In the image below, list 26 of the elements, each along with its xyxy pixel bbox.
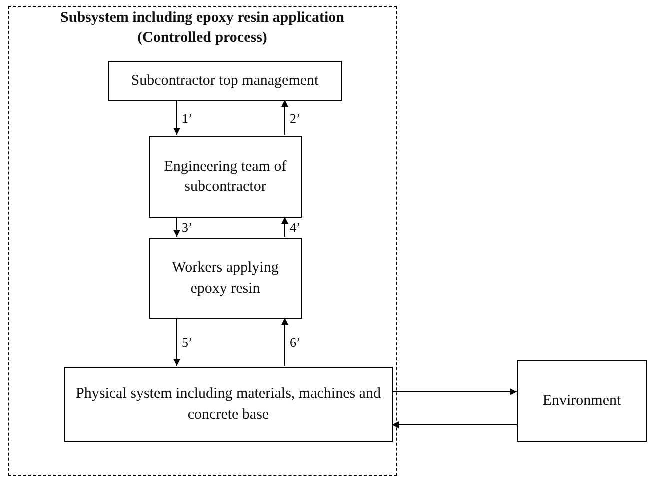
arrow xyxy=(282,216,288,238)
process-box xyxy=(149,238,302,319)
edge-label: 6’ xyxy=(290,336,301,349)
edge-label: 4’ xyxy=(290,221,301,234)
arrow xyxy=(282,100,288,136)
process-box xyxy=(64,367,393,442)
box-label: Physical system including materials, machines and concrete base xyxy=(75,385,382,424)
arrow xyxy=(174,318,180,366)
arrow xyxy=(392,388,518,396)
arrow xyxy=(174,216,180,238)
arrow xyxy=(174,100,180,136)
edge-label: 5’ xyxy=(182,336,193,349)
arrow xyxy=(282,318,288,366)
box-label: Subcontractor top management xyxy=(131,72,319,91)
arrow xyxy=(392,422,518,428)
edge-label: 2’ xyxy=(290,112,301,124)
box-label: Environment xyxy=(542,392,622,411)
dashed-boundary xyxy=(8,6,397,476)
boundary-heading: Subsystem including epoxy resin application (Controlled process) xyxy=(60,9,346,48)
process-box xyxy=(517,360,647,442)
edge-label: 1’ xyxy=(182,112,193,124)
process-box xyxy=(108,61,342,101)
edge-label: 3’ xyxy=(182,221,193,234)
box-label: Workers applying epoxy resin xyxy=(171,259,280,298)
box-label: Engineering team of subcontractor xyxy=(163,158,288,197)
process-box xyxy=(149,136,302,218)
